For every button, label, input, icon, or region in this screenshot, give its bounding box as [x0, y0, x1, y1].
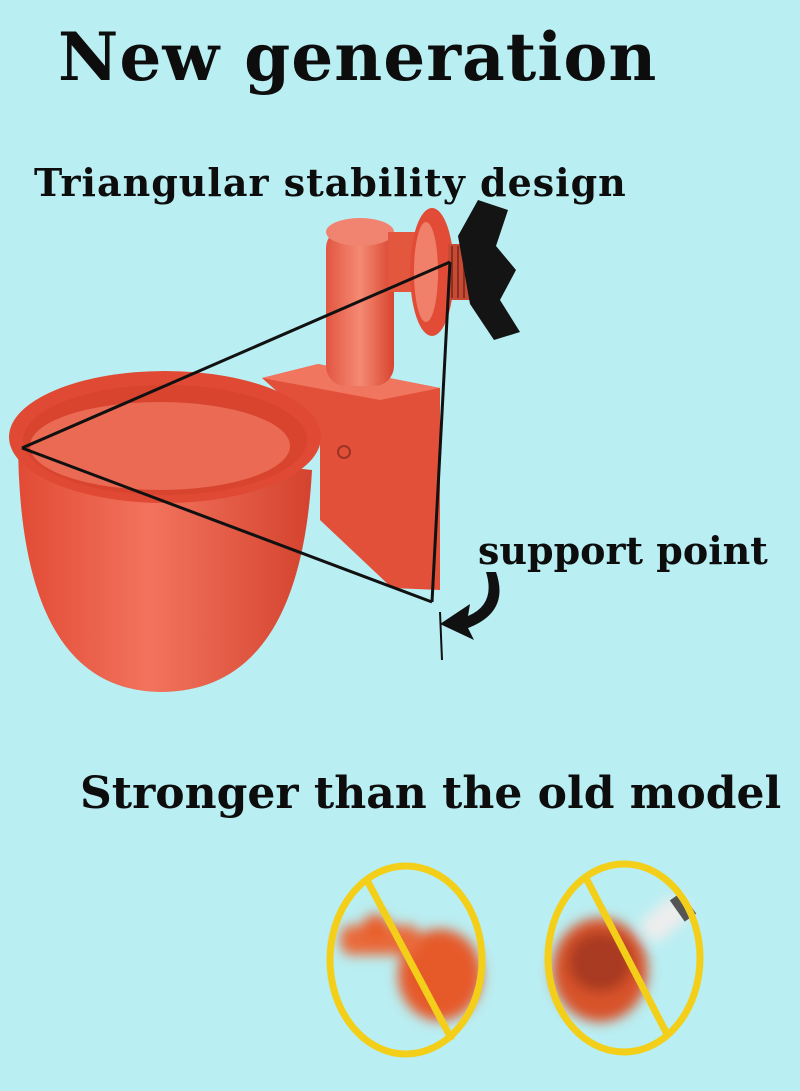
prohibited-icon — [544, 860, 704, 1056]
curved-arrow-icon — [439, 572, 500, 661]
drinker-cup — [9, 208, 470, 692]
cup-pipe — [326, 228, 394, 386]
support-point-label: support point — [478, 528, 768, 573]
stability-triangle — [21, 260, 452, 604]
old-model-1 — [326, 862, 486, 1058]
comparison-label: Stronger than the old model — [80, 768, 782, 819]
cup-bracket — [262, 364, 440, 590]
design-label: Triangular stability design — [34, 160, 627, 205]
page-title: New generation — [58, 18, 658, 96]
wing-nut-icon — [458, 200, 520, 340]
prohibited-icon — [326, 862, 486, 1058]
old-model-2 — [544, 860, 704, 1056]
